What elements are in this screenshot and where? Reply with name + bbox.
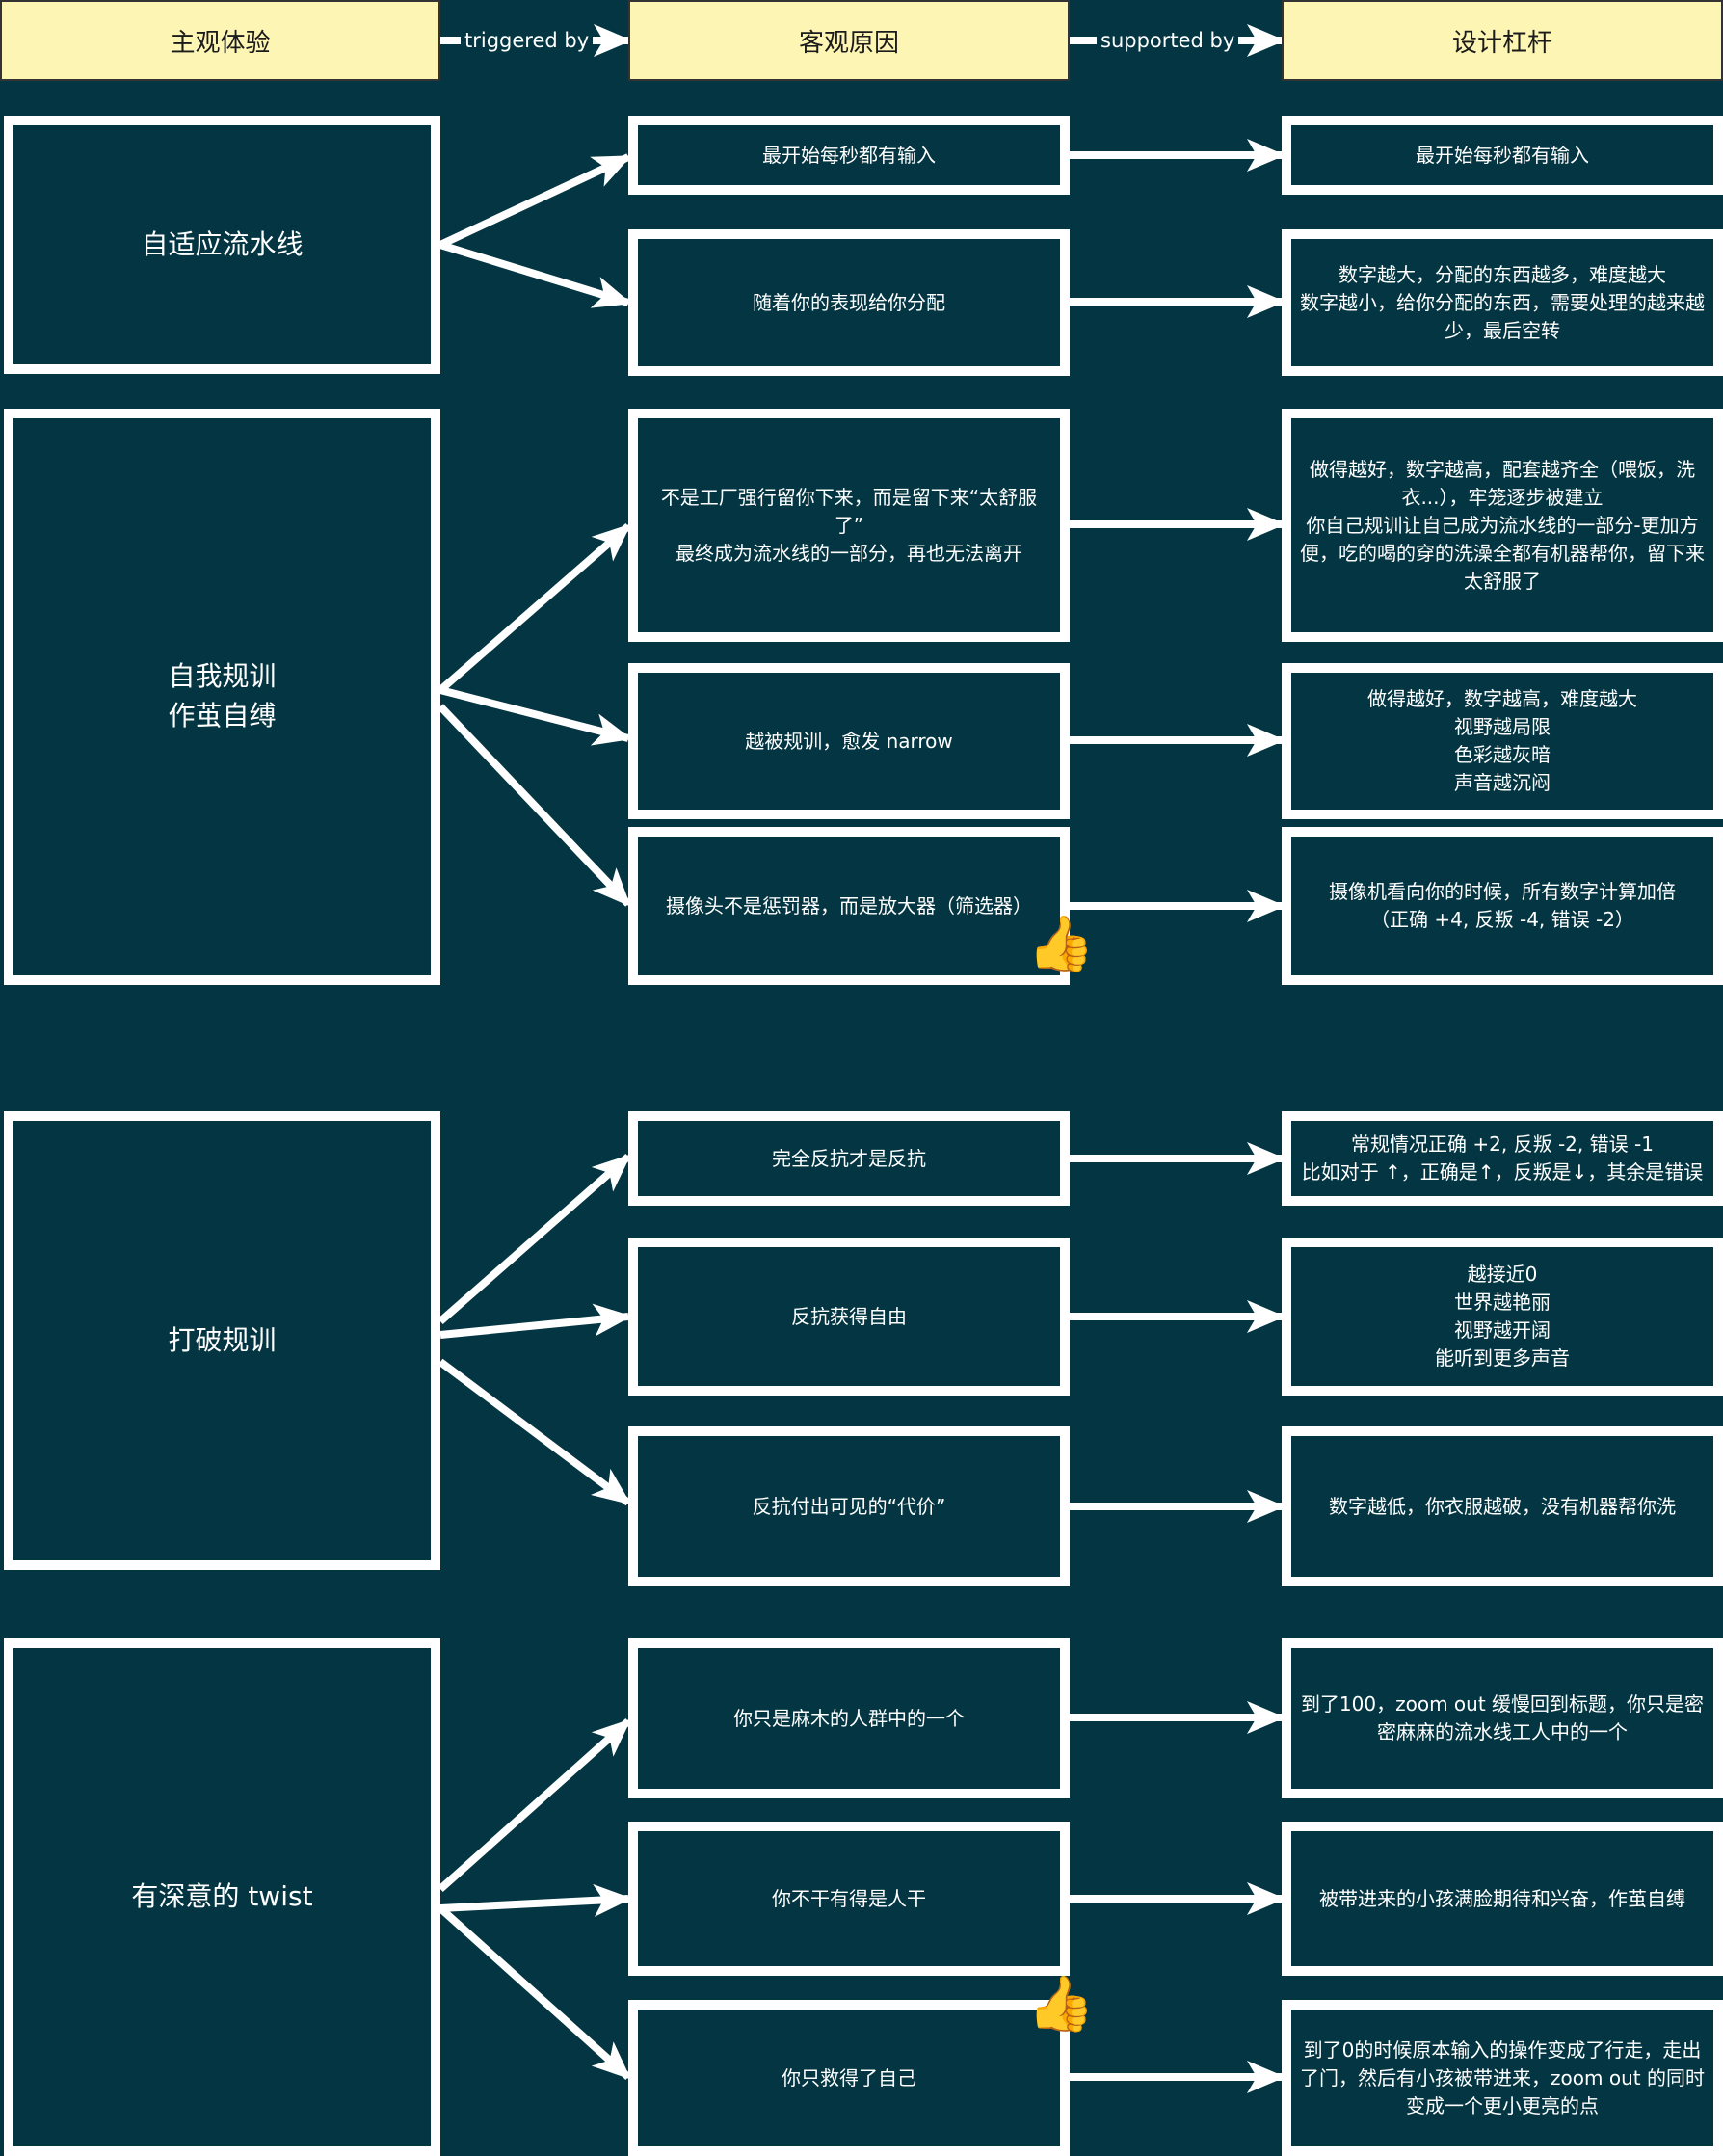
cause-box: 反抗获得自由 <box>628 1238 1070 1396</box>
cause-box: 最开始每秒都有输入 <box>628 116 1070 195</box>
cause-box: 反抗付出可见的“代价” <box>628 1426 1070 1586</box>
lever-box: 到了100，zoom out 缓慢回到标题，你只是密密麻麻的流水线工人中的一个 <box>1282 1638 1723 1798</box>
arrow-exp1-cause2 <box>438 241 632 308</box>
lever-box: 越接近0 世界越艳丽 视野越开阔 能听到更多声音 <box>1282 1238 1723 1396</box>
cause-box: 你只是麻木的人群中的一个 <box>628 1638 1070 1798</box>
arrow-exp1-cause1 <box>438 153 632 249</box>
lever-box: 摄像机看向你的时候，所有数字计算加倍 （正确 +4, 反叛 -4, 错误 -2） <box>1282 827 1723 985</box>
cause-box: 完全反抗才是反抗 <box>628 1111 1070 1206</box>
arrow-exp2-cause4 <box>439 686 632 746</box>
thumbs-up-icon: 👍 <box>1027 913 1095 975</box>
lever-box: 被带进来的小孩满脸期待和兴奋，作茧自缚 <box>1282 1822 1723 1976</box>
lever-box: 做得越好，数字越高，配套越齐全（喂饭，洗衣...），牢笼逐步被建立 你自己规训让… <box>1282 409 1723 642</box>
cause-box: 摄像头不是惩罚器，而是放大器（筛选器） <box>628 827 1070 985</box>
cause-box: 越被规训，愈发 narrow <box>628 663 1070 819</box>
arrow-exp3-cause7 <box>439 1303 632 1339</box>
arrow-exp4-cause10 <box>439 1883 632 1917</box>
lever-box: 常规情况正确 +2, 反叛 -2, 错误 -1 比如对于 ↑，正确是↑，反叛是↓… <box>1282 1111 1723 1206</box>
experience-box: 打破规训 <box>4 1111 440 1570</box>
cause-box: 随着你的表现给你分配 <box>628 229 1070 376</box>
cause-box: 你不干有得是人干 <box>628 1822 1070 1976</box>
label-supported-by: supported by <box>1097 26 1239 55</box>
cause-box: 不是工厂强行留你下来，而是留下来“太舒服了” 最终成为流水线的一部分，再也无法离… <box>628 409 1070 642</box>
arrow-exp3-cause6 <box>437 1153 632 1325</box>
header-objective-cause: 客观原因 <box>628 0 1070 81</box>
arrow-exp4-cause11 <box>437 1905 631 2080</box>
thumbs-up-icon: 👍 <box>1027 1973 1095 2036</box>
experience-box: 自我规训 作茧自缚 <box>4 409 440 985</box>
arrow-exp3-cause8 <box>437 1358 632 1506</box>
arrow-exp2-cause3 <box>437 522 632 694</box>
label-triggered-by: triggered by <box>461 26 594 55</box>
header-subjective-experience: 主观体验 <box>0 0 440 81</box>
experience-box: 有深意的 twist <box>4 1638 440 2156</box>
experience-box: 自适应流水线 <box>4 116 440 374</box>
header-design-lever: 设计杠杆 <box>1282 0 1723 81</box>
lever-box: 做得越好，数字越高，难度越大 视野越局限 色彩越灰暗 声音越沉闷 <box>1282 663 1723 819</box>
lever-box: 到了0的时候原本输入的操作变成了行走，走出了门，然后有小孩被带进来，zoom o… <box>1282 2000 1723 2156</box>
cause-box: 你只救得了自己 <box>628 2000 1070 2156</box>
lever-box: 数字越大，分配的东西越多，难度越大 数字越小，给你分配的东西，需要处理的越来越少… <box>1282 229 1723 376</box>
arrow-exp2-cause5 <box>437 704 631 907</box>
lever-box: 最开始每秒都有输入 <box>1282 116 1723 195</box>
arrow-exp4-cause9 <box>437 1718 631 1892</box>
lever-box: 数字越低，你衣服越破，没有机器帮你洗 <box>1282 1426 1723 1586</box>
